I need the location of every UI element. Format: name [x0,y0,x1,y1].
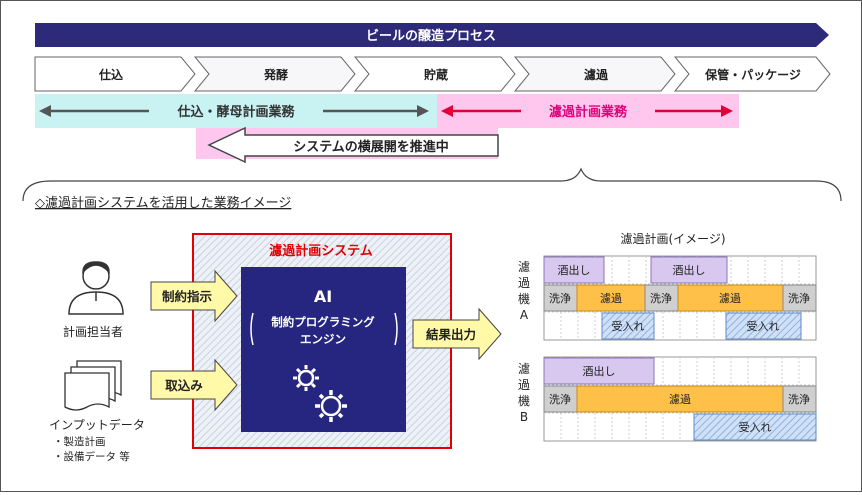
planner-label: 計画担当者 [63,324,123,339]
svg-text:洗浄: 洗浄 [549,291,571,305]
machine-a-label: 濾 過 機 A [518,259,530,322]
ai-label: AI [314,287,332,306]
svg-text:濾: 濾 [518,259,530,274]
svg-text:過: 過 [518,378,530,392]
svg-text:洗浄: 洗浄 [650,291,672,305]
ai-engine-box [241,267,406,432]
svg-text:受入れ: 受入れ [747,320,780,333]
gears-icon [293,365,347,422]
svg-text:洗浄: 洗浄 [549,392,571,406]
svg-text:濾過: 濾過 [600,291,622,305]
process-step-2: 発酵 [263,67,288,82]
system-title: 濾過計画システム [269,243,373,259]
process-step-3: 貯蔵 [424,67,448,82]
input-item-1: ・製造計画 [53,435,106,448]
schedule-title: 濾過計画(イメージ) [620,231,725,246]
svg-text:受入れ: 受入れ [612,320,645,333]
schedule-grid-a: 酒出し 酒出し 洗浄 濾過 洗浄 濾過 洗浄 受入れ 受入れ [543,255,817,341]
system-frame: 濾過計画システム AI 制約プログラミング エンジン [192,233,452,449]
import-arrow: 取込み [150,358,238,412]
svg-text:洗浄: 洗浄 [788,392,810,406]
process-step-1: 仕込 [98,67,123,82]
import-label: 取込み [165,378,203,393]
svg-text:洗浄: 洗浄 [788,291,810,305]
band-right-label: 濾過計画業務 [549,104,628,120]
engine-line2: エンジン [300,332,346,346]
process-steps: 仕込 発酵 貯蔵 濾過 保管・パッケージ [34,56,831,92]
rollout-label: システムの横展開を推進中 [293,139,449,155]
svg-text:B: B [520,410,528,424]
rollout-arrow: システムの横展開を推進中 [207,126,499,164]
section-brace [22,167,842,202]
svg-text:受入れ: 受入れ [739,421,772,434]
engine-line1: 制約プログラミング [271,315,375,329]
output-label: 結果出力 [426,327,476,342]
right-band-arrow: 濾過計画業務 [441,104,733,120]
svg-text:酒出し: 酒出し [673,263,706,277]
documents-icon [64,360,122,411]
svg-text:機: 機 [518,393,530,408]
process-step-4: 濾過 [584,67,609,82]
svg-text:A: A [520,308,529,322]
section-title: ◇濾過計画システムを活用した業務イメージ [35,195,291,211]
svg-text:酒出し: 酒出し [583,364,616,378]
output-arrow: 結果出力 [412,307,502,361]
constraint-arrow: 制約指示 [150,269,238,323]
machine-b-label: 濾 過 機 B [518,361,530,424]
svg-text:濾過: 濾過 [719,291,741,305]
banner-title: ビールの醸造プロセス [366,28,496,44]
svg-text:濾過: 濾過 [669,392,691,406]
svg-text:濾: 濾 [518,361,530,376]
constraint-label: 制約指示 [162,289,213,304]
schedule-grid-b: 酒出し 洗浄 濾過 洗浄 受入れ [543,356,817,442]
band-left-label: 仕込・酵母計画業務 [176,104,295,120]
input-data-label: インプットデータ [49,417,145,432]
svg-text:機: 機 [518,291,530,306]
process-step-5: 保管・パッケージ [704,67,801,82]
svg-text:酒出し: 酒出し [558,263,591,277]
input-item-2: ・設備データ 等 [53,450,130,463]
left-band-arrow: 仕込・酵母計画業務 [39,104,429,120]
svg-text:過: 過 [518,276,530,290]
process-banner: ビールの醸造プロセス [35,23,829,47]
person-icon [68,261,124,315]
